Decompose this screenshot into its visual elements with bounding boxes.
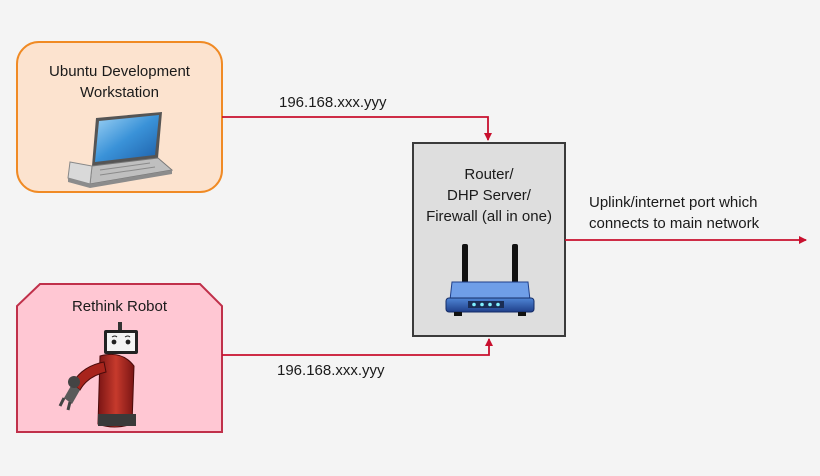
edge-label-uplink-line2: connects to main network: [589, 215, 760, 232]
wifi-router-icon: [445, 244, 535, 316]
router-label: Router/ DHP Server/ Firewall (all in one…: [413, 164, 565, 227]
edge-label-uplink: Uplink/internet port which connects to m…: [589, 192, 759, 234]
edge-label-uplink-line1: Uplink/internet port which: [589, 194, 758, 211]
edge-label-workstation: 196.168.xxx.yyy: [279, 94, 387, 111]
laptop-icon: [67, 112, 174, 188]
edge-workstation-to-router: [222, 116, 492, 141]
edge-label-robot: 196.168.xxx.yyy: [277, 362, 385, 379]
router-label-line1: Router/: [464, 166, 514, 183]
workstation-label-line1: Ubuntu Development: [49, 63, 190, 80]
robot-label: Rethink Robot: [71, 298, 168, 315]
edge-robot-to-router: [222, 338, 493, 356]
workstation-label: Ubuntu Development Workstation: [17, 61, 222, 103]
router-label-line3: Firewall (all in one): [426, 208, 552, 225]
router-label-line2: DHP Server/: [447, 187, 531, 204]
robot-arm-icon: [58, 322, 138, 428]
workstation-label-line2: Workstation: [80, 84, 159, 101]
